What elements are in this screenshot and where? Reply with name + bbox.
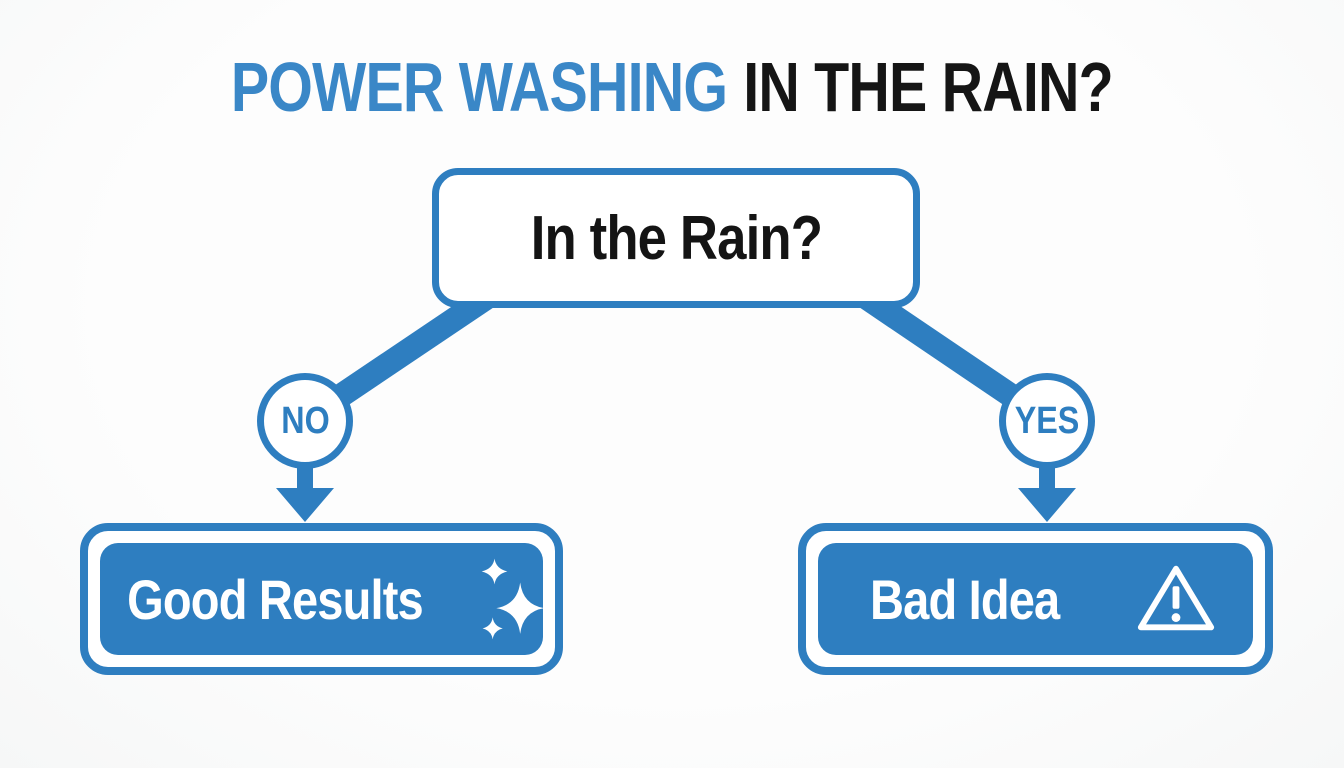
branch-node-yes: YES bbox=[999, 373, 1095, 469]
decision-label: In the Rain? bbox=[530, 203, 822, 273]
result-good-inner: Good Results bbox=[100, 543, 544, 655]
arrowhead-down-icon bbox=[276, 488, 334, 522]
result-node-bad-idea: Bad Idea bbox=[798, 523, 1273, 675]
branch-node-no: NO bbox=[257, 373, 353, 469]
result-bad-inner: Bad Idea bbox=[818, 543, 1253, 655]
branch-no-label: NO bbox=[280, 399, 330, 442]
title-highlight: POWER WASHING bbox=[230, 48, 728, 126]
result-good-label: Good Results bbox=[127, 567, 425, 631]
branch-yes-label: YES bbox=[1014, 399, 1080, 442]
result-bad-label: Bad Idea bbox=[869, 567, 1060, 631]
decision-node-in-the-rain: In the Rain? bbox=[432, 168, 920, 308]
arrowhead-down-icon bbox=[1018, 488, 1076, 522]
title-rest: IN THE RAIN? bbox=[743, 48, 1114, 126]
branch-line-no bbox=[323, 286, 496, 413]
branch-line-yes bbox=[857, 286, 1029, 413]
warning-icon bbox=[1133, 560, 1219, 638]
sparkles-icon bbox=[478, 555, 544, 643]
result-node-good-results: Good Results bbox=[80, 523, 563, 675]
